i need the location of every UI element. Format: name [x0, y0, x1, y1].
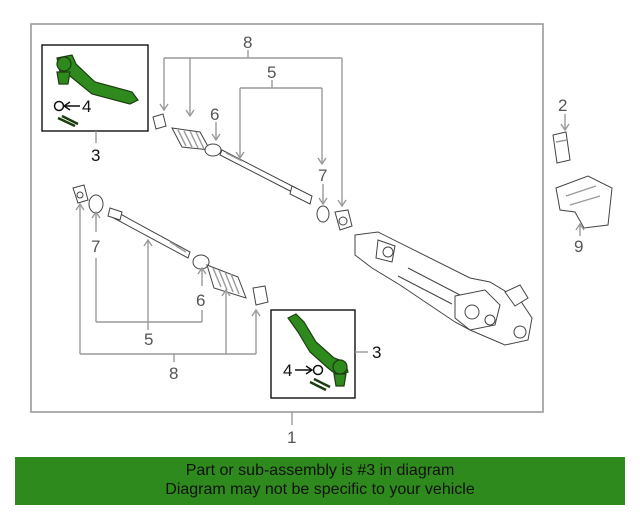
nut-icon-bottom	[312, 364, 324, 376]
cotter-pin-bottom	[309, 377, 331, 392]
cotter-pin-top	[57, 114, 79, 128]
steering-rack	[354, 231, 533, 346]
callout-5-top[interactable]: 5	[267, 63, 276, 82]
callout-5-bottom[interactable]: 5	[144, 330, 153, 349]
diagram-frame	[30, 23, 544, 413]
callout-4-top[interactable]: 4	[82, 97, 91, 116]
callout-3-top[interactable]: 3	[91, 146, 100, 165]
callout-3-bottom[interactable]: 3	[372, 343, 381, 362]
upper-tie-rod	[152, 113, 353, 231]
lower-tie-rod	[72, 184, 269, 306]
callout-1[interactable]: 1	[287, 428, 296, 447]
callout-7-top[interactable]: 7	[318, 166, 327, 185]
callout-6-top[interactable]: 6	[210, 105, 219, 124]
callout-2[interactable]: 2	[558, 96, 567, 115]
shield-part-9	[555, 175, 613, 229]
callout-8-bottom[interactable]: 8	[169, 364, 178, 383]
callout-4-bottom[interactable]: 4	[283, 361, 292, 380]
bracket-part-2	[552, 131, 571, 164]
info-banner: Part or sub-assembly is #3 in diagram Di…	[15, 457, 625, 505]
callout-9[interactable]: 9	[574, 237, 583, 256]
banner-line-1: Part or sub-assembly is #3 in diagram	[185, 462, 455, 479]
callout-8-top[interactable]: 8	[243, 33, 252, 52]
nut-icon-top	[53, 100, 65, 112]
banner-line-2: Diagram may not be specific to your vehi…	[165, 481, 475, 498]
callout-7-bottom[interactable]: 7	[91, 237, 100, 256]
tie-rod-end-bottom	[287, 313, 349, 387]
callout-6-bottom[interactable]: 6	[196, 291, 205, 310]
tie-rod-end-top	[56, 54, 139, 105]
